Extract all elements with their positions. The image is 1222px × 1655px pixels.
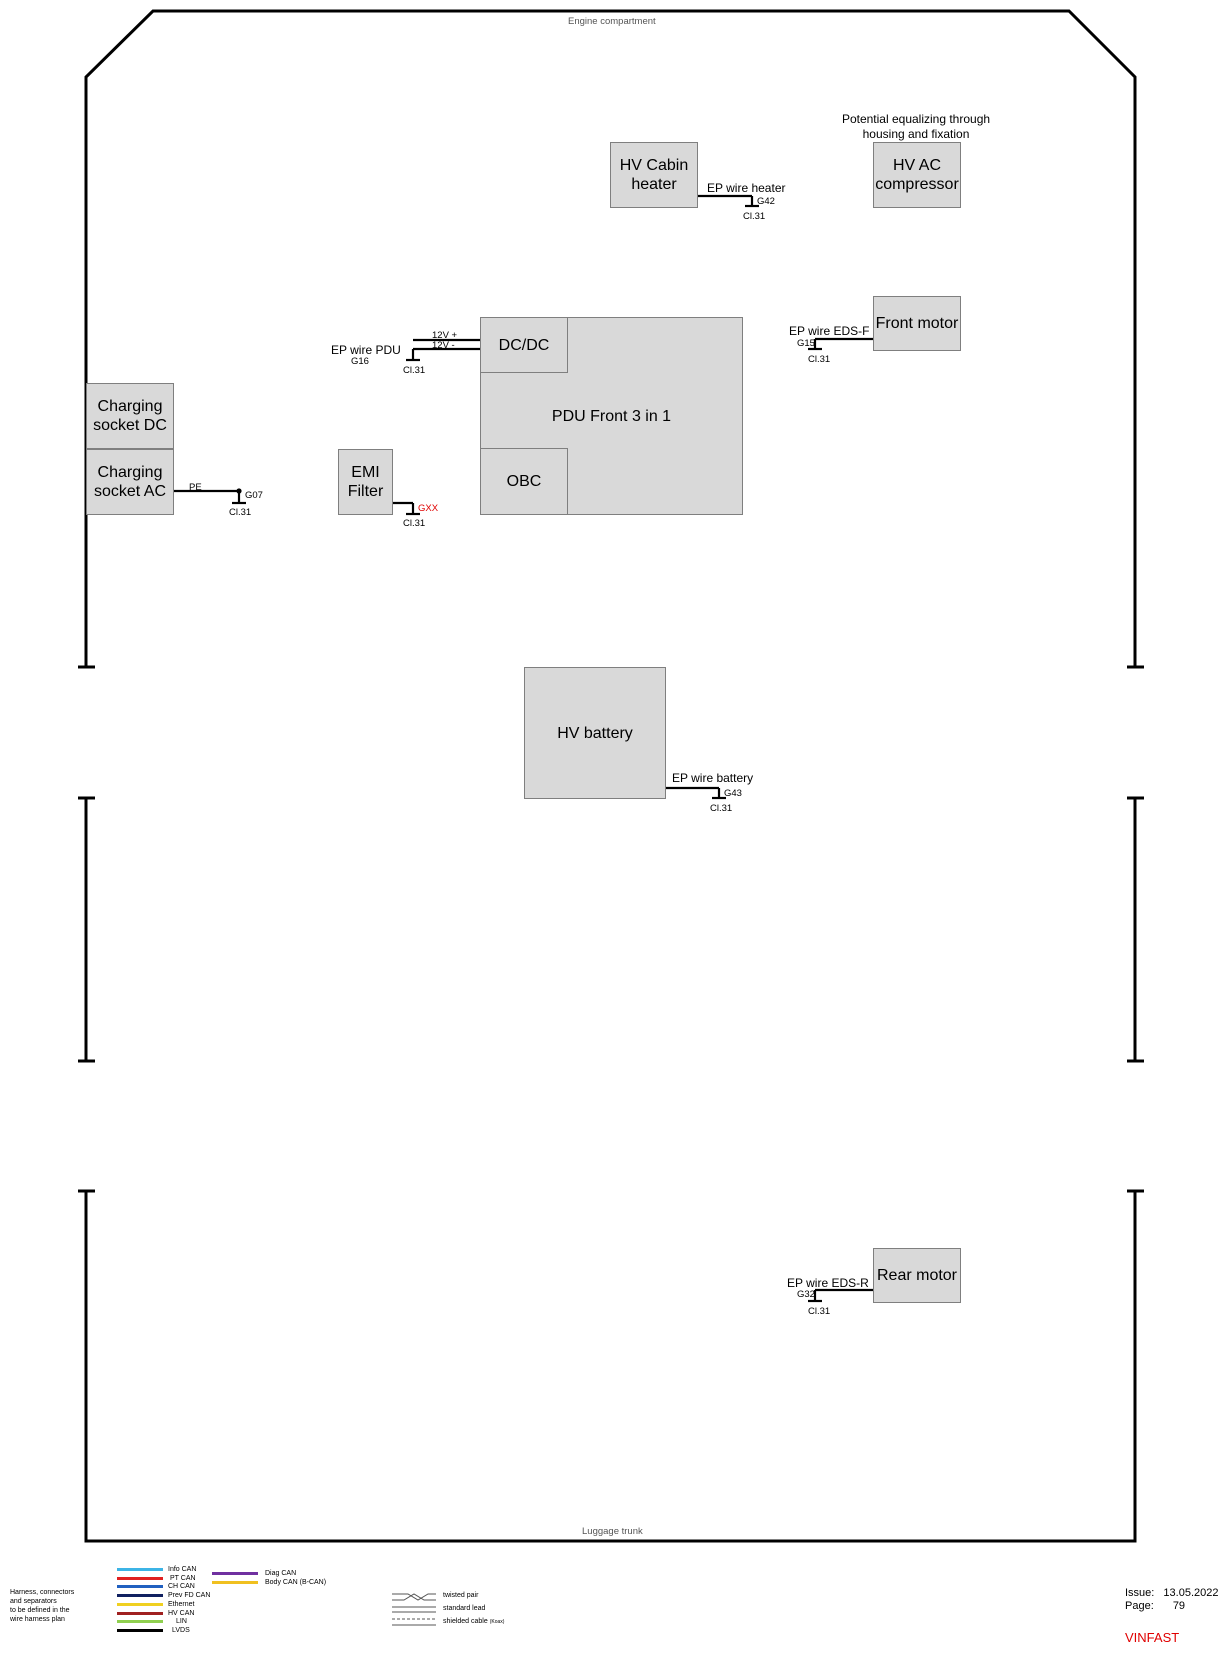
twisted-pair-label: twisted pair: [443, 1592, 479, 1599]
cl31-eds-f-label: Cl.31: [808, 354, 831, 365]
hv-cabin-heater-label: HV Cabin heater: [619, 157, 689, 193]
legend-color-line: [212, 1572, 258, 1575]
ep-wire-heater-label: EP wire heater: [707, 181, 786, 195]
legend-bus-label: LIN: [176, 1618, 187, 1626]
g32-ground-label: G32: [797, 1289, 815, 1300]
12v-plus-label: 12V +: [432, 330, 458, 341]
legend-bus-label: Diag CAN: [265, 1570, 297, 1577]
pe-wire-label: PE: [189, 482, 202, 493]
g43-ground-label: G43: [724, 788, 742, 799]
ep-wire-eds-r-label: EP wire EDS-R: [787, 1276, 869, 1290]
front-motor-box: Front motor: [873, 296, 961, 351]
legend-color-line: [117, 1594, 163, 1598]
dcdc-label: DC/DC: [498, 336, 550, 354]
obc-box: OBC: [480, 448, 568, 515]
gxx-ground-label: GXX: [418, 503, 439, 514]
ep-wire-battery-label: EP wire battery: [672, 771, 754, 785]
hv-cabin-heater-box: HV Cabin heater: [610, 142, 698, 208]
page-number: 79: [1172, 1600, 1186, 1612]
vinfast-brand: VINFAST: [1125, 1630, 1180, 1645]
rear-motor-label: Rear motor: [876, 1267, 958, 1284]
issue-label: Issue:: [1125, 1587, 1155, 1599]
issue-date: 13.05.2022: [1163, 1587, 1219, 1599]
potential-equalizing-note: Potential equalizing through housing and…: [841, 112, 991, 141]
hv-ac-compressor-label: HV AC compressor: [875, 157, 959, 193]
rear-motor-box: Rear motor: [873, 1248, 961, 1303]
legend-note-line: Harness, connectors: [10, 1589, 75, 1596]
ep-wire-pdu-label: EP wire PDU: [331, 343, 401, 357]
hv-battery-box: HV battery: [524, 667, 666, 799]
charging-socket-ac-label: Charging socket AC: [93, 464, 167, 500]
front-motor-label: Front motor: [875, 315, 959, 332]
hv-ac-compressor-box: HV AC compressor: [873, 142, 961, 208]
dcdc-box: DC/DC: [480, 317, 568, 373]
legend-note-line: to be defined in the: [10, 1607, 70, 1614]
hv-battery-label: HV battery: [557, 724, 633, 742]
legend-bus-label: PT CAN: [170, 1574, 196, 1582]
legend-bus-label: HV CAN: [168, 1609, 195, 1617]
charging-socket-dc-label: Charging socket DC: [93, 398, 167, 434]
issue-info: Issue: 13.05.2022: [1125, 1588, 1218, 1599]
luggage-trunk-label: Luggage trunk: [582, 1526, 643, 1537]
junction-dot: [236, 488, 242, 494]
engine-compartment-label: Engine compartment: [568, 16, 656, 27]
g07-ground-label: G07: [245, 490, 263, 501]
g15-ground-label: G15: [797, 338, 815, 349]
12v-minus-label: 12V -: [432, 340, 455, 351]
cl31-battery-label: Cl.31: [710, 803, 733, 814]
legend-color-line: [117, 1576, 163, 1580]
legend-color-line: [117, 1585, 163, 1589]
shielded-cable-label: shielded cable (Koax): [443, 1618, 505, 1625]
ep-wire-eds-f-label: EP wire EDS-F: [789, 324, 870, 338]
legend-color-line: [117, 1620, 163, 1624]
cl31-emi-label: Cl.31: [403, 518, 426, 529]
pdu-front-label: PDU Front 3 in 1: [551, 407, 672, 425]
legend-note-line: and separators: [10, 1598, 57, 1605]
legend-note-line: wire harness plan: [10, 1616, 65, 1623]
standard-lead-label: standard lead: [443, 1605, 486, 1612]
legend-color-line: [117, 1602, 163, 1606]
cl31-heater-label: Cl.31: [743, 211, 766, 222]
emi-filter-box: EMI Filter: [338, 449, 393, 515]
legend-bus-label: LVDS: [172, 1626, 190, 1634]
legend-color-line: [117, 1628, 163, 1632]
legend-bus-label: CH CAN: [168, 1583, 195, 1591]
charging-socket-dc-box: Charging socket DC: [86, 383, 174, 449]
page-info: Page: 79: [1125, 1601, 1185, 1612]
cl31-pdu-label: Cl.31: [403, 365, 426, 376]
legend-color-line: [117, 1568, 163, 1571]
obc-label: OBC: [506, 473, 542, 490]
charging-socket-ac-box: Charging socket AC: [86, 449, 174, 515]
legend-color-line: [212, 1580, 258, 1584]
legend-color-line: [117, 1611, 163, 1615]
g42-ground-label: G42: [757, 196, 775, 207]
cl31-eds-r-label: Cl.31: [808, 1306, 831, 1317]
g16-ground-label: G16: [351, 356, 369, 367]
emi-filter-label: EMI Filter: [347, 464, 384, 500]
legend-bus-label: Ethernet: [168, 1600, 195, 1608]
legend-bus-label: Info CAN: [168, 1566, 197, 1573]
cl31-ac-label: Cl.31: [229, 507, 252, 518]
page-label: Page:: [1125, 1600, 1154, 1612]
legend-bus-label: Body CAN (B-CAN): [265, 1578, 327, 1586]
legend-bus-label: Prev FD CAN: [168, 1592, 211, 1600]
